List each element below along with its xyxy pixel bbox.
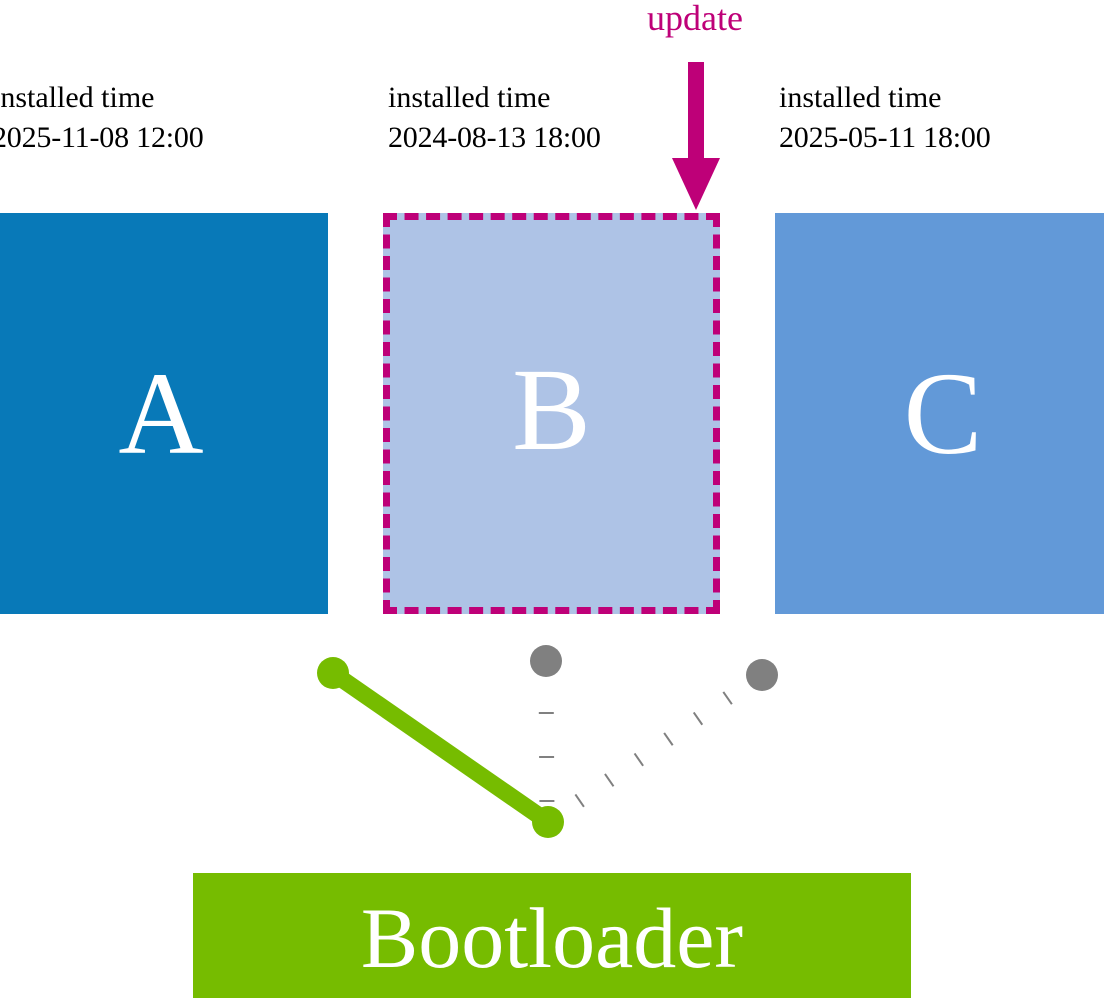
slot-a-label-time: 2025-11-08 12:00 — [0, 121, 204, 154]
slot-b-installed-time: installed time 2024-08-13 18:00 — [388, 78, 601, 158]
slot-a-letter: A — [118, 347, 204, 479]
slot-box-a[interactable]: A — [0, 213, 328, 614]
update-label: update — [647, 0, 743, 38]
slot-a-installed-time: installed time 2025-11-08 12:00 — [0, 78, 204, 158]
connector-group — [317, 645, 778, 838]
connector-node-c — [746, 659, 778, 691]
slot-box-c[interactable]: C — [775, 213, 1104, 614]
slot-c-label-title: installed time — [779, 81, 942, 114]
slot-a-label-title: installed time — [0, 81, 155, 114]
slot-c-installed-time: installed time 2025-05-11 18:00 — [779, 78, 991, 158]
connector-node-a — [317, 657, 349, 689]
slot-box-b[interactable]: B — [383, 213, 720, 614]
connector-node-junction — [532, 806, 564, 838]
slot-b-label-time: 2024-08-13 18:00 — [388, 121, 601, 154]
bootloader-box[interactable]: Bootloader — [193, 873, 911, 998]
connector-b-inactive — [538, 667, 555, 817]
connector-node-b — [530, 645, 562, 677]
slot-c-letter: C — [903, 347, 983, 479]
bootloader-label: Bootloader — [360, 890, 744, 986]
connector-c-inactive — [551, 670, 763, 824]
slot-b-letter: B — [512, 343, 591, 475]
slot-b-label-title: installed time — [388, 81, 551, 114]
slot-c-label-time: 2025-05-11 18:00 — [779, 121, 991, 154]
arrow-down-icon — [672, 62, 720, 210]
connector-a-active — [324, 664, 557, 831]
